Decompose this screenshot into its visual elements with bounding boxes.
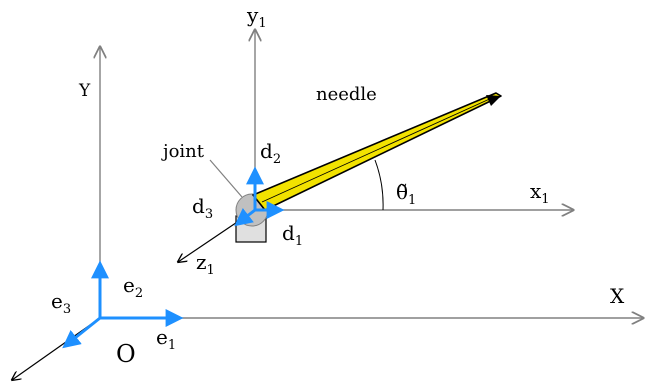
label-x1: x1 <box>530 179 550 207</box>
joint-pointer <box>209 159 243 198</box>
label-Y: Y <box>78 81 91 101</box>
label-y1: y1 <box>246 3 267 31</box>
label-d1: d1 <box>282 221 303 249</box>
label-e2: e2 <box>123 273 143 301</box>
label-z1: z1 <box>196 250 215 278</box>
needle-tip <box>486 95 501 106</box>
needle-shaft-line <box>261 96 495 203</box>
label-e3: e3 <box>51 289 71 317</box>
label-O: O <box>116 340 136 368</box>
label-theta: θ̃1 <box>396 180 416 208</box>
label-X: X <box>610 284 625 308</box>
label-joint: joint <box>161 141 205 162</box>
label-d3: d3 <box>192 194 213 222</box>
label-d2: d2 <box>260 139 281 167</box>
d3-vector <box>234 208 256 227</box>
theta-arc <box>374 159 384 211</box>
e3-vector <box>62 316 101 349</box>
label-needle: needle <box>316 84 377 105</box>
label-e1: e1 <box>156 325 176 353</box>
